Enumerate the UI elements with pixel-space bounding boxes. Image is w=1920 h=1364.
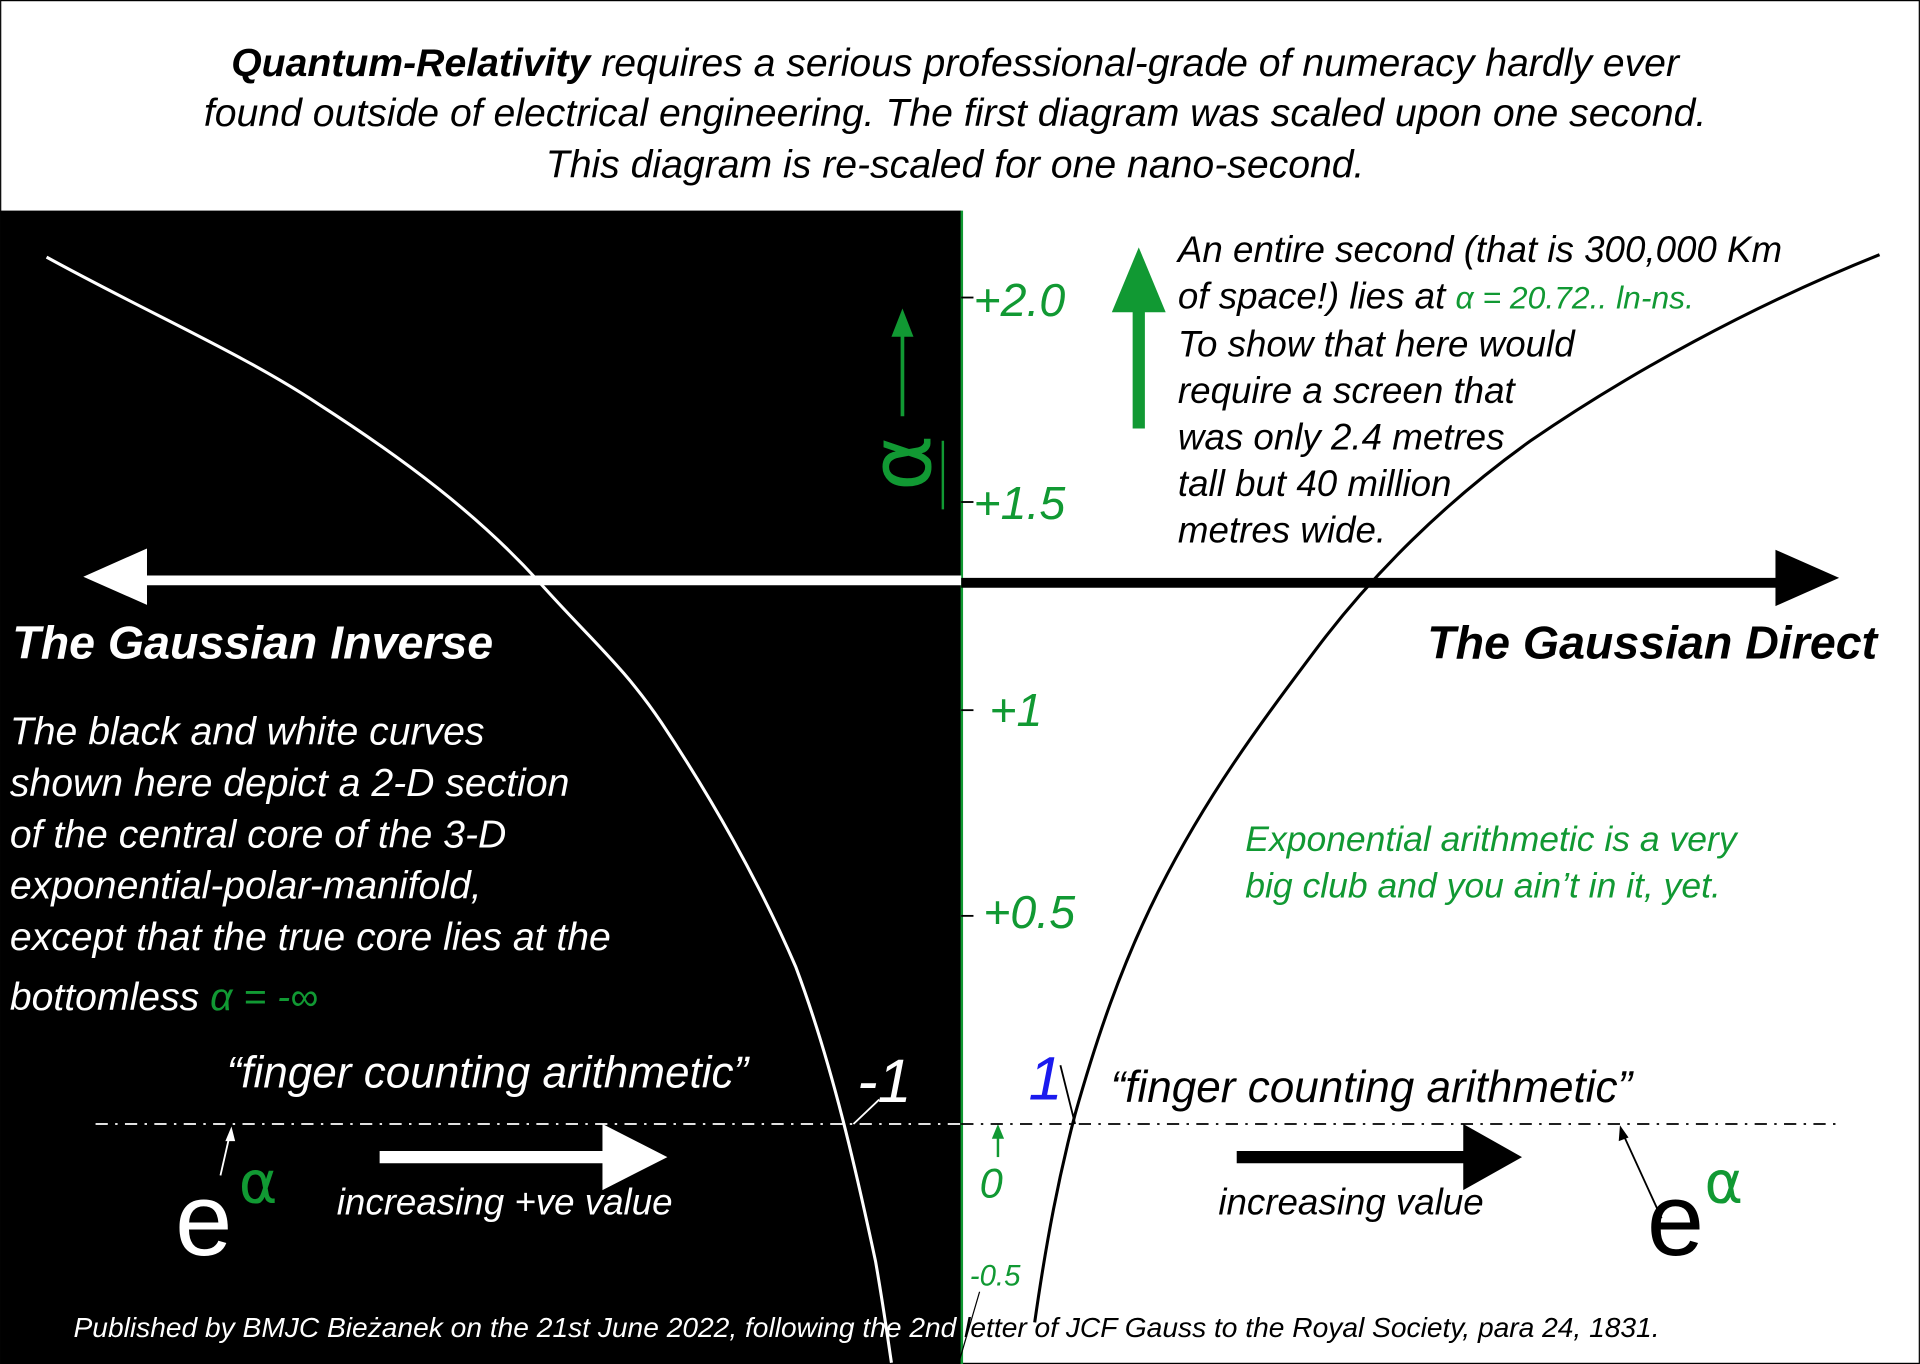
left-note: The black and white curves shown here de… [10,710,611,1019]
exp-power-right: α [1704,1147,1743,1216]
note-line: The black and white curves [10,710,485,753]
tick-labels: +2.0 +1.5 +1 +0.5 0 -0.5 [970,274,1075,1293]
right-note: An entire second (that is 300,000 Km of … [1176,229,1782,550]
tick-marks [961,296,974,917]
header: Quantum-Relativity requires a serious pr… [204,42,1707,187]
direct-curve [1033,253,1881,1323]
note-line: To show that here would [1178,323,1576,364]
minus-half-pointer [958,1291,981,1363]
increasing-right-label: increasing value [1218,1182,1483,1223]
increasing-left-label: increasing +ve value [337,1182,673,1223]
tick-label: -0.5 [970,1260,1021,1293]
exp-pointer-right [1621,1132,1663,1219]
inverse-curve [45,255,893,1364]
exp-base-left: e [175,1162,232,1277]
header-line-1: Quantum-Relativity requires a serious pr… [231,42,1681,85]
green-note: Exponential arithmetic is a very big clu… [1245,819,1739,906]
finger-counting-left: “finger counting arithmetic” [227,1048,751,1097]
header-line-3: This diagram is re-scaled for one nano-s… [546,144,1365,187]
minus-one-pointer [852,1098,880,1125]
tick-label: +1 [989,684,1042,736]
one-pointer [1059,1065,1076,1125]
tick-label: +2.0 [973,274,1065,326]
inverse-panel [0,210,962,1364]
note-line: was only 2.4 metres [1178,416,1505,457]
note-line: except that the true core lies at the [10,916,611,959]
right-arrowhead-icon [1775,549,1840,607]
direct-title: The Gaussian Direct [1427,617,1879,669]
big-up-arrowhead-icon [1111,247,1166,313]
exp-pointer-left-head-icon [225,1126,236,1142]
note-line: metres wide. [1178,509,1386,550]
footer-credit: Published by BMJC Bieżanek on the 21st J… [74,1312,1660,1343]
header-line-2: found outside of electrical engineering.… [204,92,1707,135]
inverse-title: The Gaussian Inverse [12,617,493,669]
note-line: Exponential arithmetic is a very [1245,819,1739,859]
zero-arrowhead-icon [991,1124,1005,1139]
note-line: An entire second (that is 300,000 Km [1176,229,1782,270]
increasing-arrowhead-left-icon [602,1124,668,1191]
note-line: tall but 40 million [1178,463,1452,504]
exp-power-left: α [239,1147,278,1216]
note-line: shown here depict a 2-D section [10,762,570,805]
note-line: of the central core of the 3-D [10,813,506,856]
note-line: require a screen that [1178,370,1517,411]
alpha-axis-label: α [852,435,952,491]
exp-pointer-right-head-icon [1618,1125,1629,1142]
note-line: exponential-polar-manifold, [10,865,482,908]
minus-one-label: -1 [857,1047,911,1115]
tick-label: 0 [980,1159,1003,1206]
increasing-arrowhead-right-icon [1463,1124,1523,1191]
alpha-arrowhead-icon [891,308,914,337]
exp-base-right: e [1647,1162,1704,1277]
left-arrowhead-icon [83,548,147,605]
tick-label: +0.5 [983,886,1075,938]
one-label: 1 [1029,1045,1063,1113]
tick-label: +1.5 [973,477,1065,529]
note-line: bottomless α = -∞ [10,976,318,1019]
note-line: of space!) lies at α = 20.72.. ln-ns. [1178,276,1694,317]
finger-counting-right: “finger counting arithmetic” [1111,1063,1635,1112]
note-line: big club and you ain’t in it, yet. [1245,865,1721,905]
